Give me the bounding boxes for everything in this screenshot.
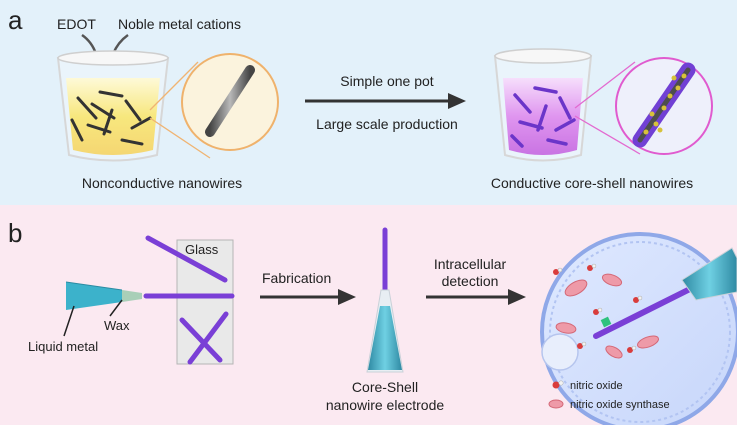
beaker-right-rim — [494, 48, 592, 64]
legend-synthase: nitric oxide synthase — [570, 399, 670, 411]
nanowire — [558, 96, 572, 120]
liquid-metal-pointer — [63, 305, 75, 337]
liquid-metal — [66, 282, 122, 310]
nucleus — [541, 333, 579, 371]
nanowires-on-glass — [143, 235, 235, 365]
noble-metal-cations-label: Noble metal cations — [118, 16, 241, 32]
metal-particles — [643, 73, 687, 135]
electrode-liquid-metal — [368, 306, 402, 370]
beaker-left — [56, 50, 170, 162]
nanowire — [70, 118, 84, 142]
wax-pointer — [109, 299, 123, 317]
liquid-metal-tip — [65, 281, 142, 310]
electrode-label-line2: nanowire electrode — [326, 397, 445, 413]
panel-a: a EDOT Noble metal cations — [0, 0, 737, 205]
process-arrow-head — [448, 93, 466, 109]
zoom-line — [149, 117, 211, 159]
nanowire-closeup — [205, 65, 255, 137]
zoom-circle-left — [181, 53, 279, 151]
nanowire — [513, 93, 532, 114]
nanowire — [124, 99, 142, 122]
nanowire — [76, 96, 98, 120]
nanowire — [130, 116, 152, 130]
beaker-right-glass — [493, 55, 593, 162]
wax-tip — [122, 290, 142, 302]
gray-nanowires — [70, 90, 152, 146]
legend-nitric-oxide: nitric oxide — [570, 380, 623, 392]
detection-spot — [600, 316, 612, 328]
nanowire — [546, 138, 568, 146]
zoom-line — [574, 115, 641, 155]
arrow-bottom-label: Large scale production — [316, 116, 458, 132]
nanowire — [536, 104, 548, 132]
zoom-circle-right — [615, 57, 713, 155]
caption-nonconductive: Nonconductive nanowires — [82, 175, 242, 191]
detection-arrow-head — [508, 289, 526, 305]
nanowire — [510, 134, 524, 148]
fabrication-label: Fabrication — [262, 270, 331, 286]
zoom-line — [574, 61, 636, 109]
legend: nitric oxide nitric oxide synthase — [548, 380, 670, 411]
nanowire — [554, 118, 576, 132]
caption-conductive: Conductive core-shell nanowires — [491, 175, 693, 191]
zoom-line — [149, 61, 199, 111]
nanowire — [102, 108, 114, 136]
panel-a-letter: a — [8, 5, 23, 35]
panel-b: b Glass Wax Liquid metal Fabrication — [0, 205, 737, 425]
fabrication-arrow-head — [338, 289, 356, 305]
nanowire — [90, 102, 116, 120]
nanowire — [98, 90, 124, 98]
panel-b-letter: b — [8, 218, 22, 248]
cell-illustration — [540, 232, 737, 425]
nanowire — [533, 86, 558, 94]
nanowire — [179, 317, 223, 363]
nanowire — [187, 311, 229, 365]
glass-label: Glass — [185, 242, 219, 257]
intracellular-label: Intracellular — [434, 256, 507, 272]
electrode-label-line1: Core-Shell — [352, 379, 418, 395]
purple-nanowires — [510, 86, 576, 148]
liquid-metal-label: Liquid metal — [28, 339, 98, 354]
arrow-top-label: Simple one pot — [340, 73, 434, 89]
nanowire — [145, 235, 228, 283]
detection-label: detection — [442, 273, 499, 289]
nitric-oxide-molecules — [553, 263, 643, 353]
core-shell-electrode — [366, 227, 404, 373]
wax-label: Wax — [104, 318, 130, 333]
electrode-tip-in-cell — [681, 247, 737, 301]
edot-label: EDOT — [57, 16, 96, 32]
beaker-right — [493, 48, 593, 162]
synthase-enzymes — [555, 273, 659, 359]
synthase-enzyme-icon — [548, 399, 564, 409]
nanowire — [120, 138, 144, 146]
nitric-oxide-molecule-icon — [552, 381, 560, 389]
electrode-in-cell — [593, 285, 695, 339]
beaker-left-rim — [57, 50, 169, 66]
